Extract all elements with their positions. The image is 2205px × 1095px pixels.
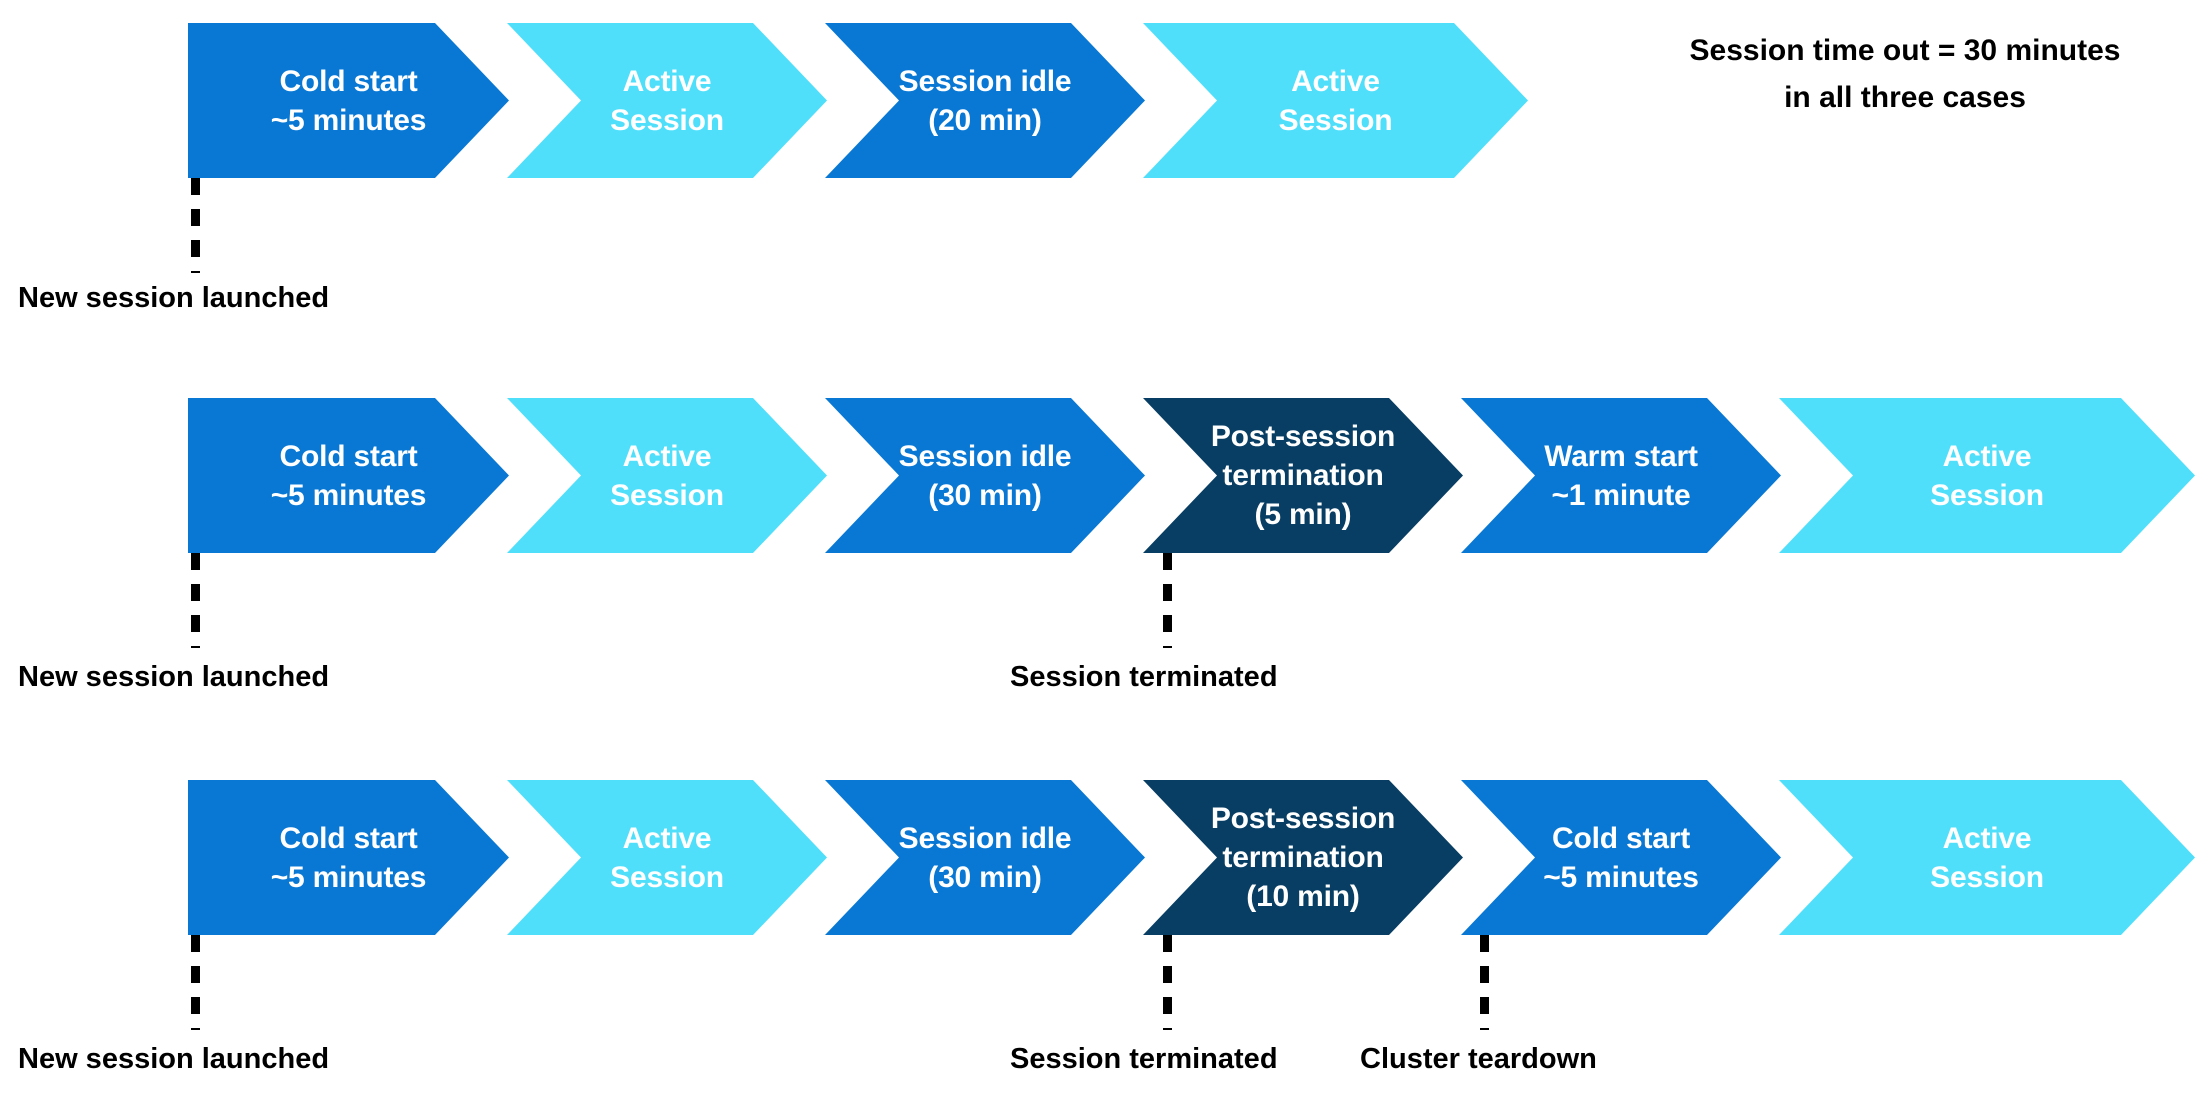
marker-label-new-session-launched-1: New session launched <box>18 282 330 314</box>
block-line-2: ~5 minutes <box>270 860 427 894</box>
timeline-block-active-session-2[interactable]: Active Session <box>1779 780 2195 935</box>
block-line-1: Session idle <box>898 821 1072 855</box>
marker-line-cluster-teardown <box>1480 935 1489 1030</box>
marker-line-new-session-launched-1 <box>191 178 200 273</box>
timeline-block-cold-start[interactable]: Cold start ~5 minutes <box>188 23 509 178</box>
timeline-block-session-idle[interactable]: Session idle (30 min) <box>825 398 1145 553</box>
block-line-2: ~1 minute <box>1551 478 1691 512</box>
timeline-block-active-session[interactable]: Active Session <box>507 780 827 935</box>
marker-label-session-terminated-3: Session terminated <box>1010 1043 1278 1075</box>
block-line-1: Active <box>1291 64 1380 98</box>
block-line-2: ~5 minutes <box>1543 860 1699 894</box>
timeline-block-warm-start[interactable]: Warm start ~1 minute <box>1461 398 1781 553</box>
marker-line-session-terminated-3 <box>1163 935 1172 1030</box>
marker-line-new-session-launched-2 <box>191 553 200 648</box>
timeline-block-post-session-termination[interactable]: Post-session termination (10 min) <box>1143 780 1463 935</box>
session-timeout-note: Session time out = 30 minutes in all thr… <box>1640 28 2170 121</box>
marker-label-cluster-teardown: Cluster teardown <box>1360 1043 1597 1075</box>
block-line-1: Active <box>622 439 712 473</box>
block-line-2: Session <box>1930 860 2044 894</box>
note-line-1: Session time out = 30 minutes <box>1689 34 2121 67</box>
block-line-3: (10 min) <box>1246 880 1360 913</box>
block-line-1: Active <box>1942 821 2032 855</box>
timeline-block-active-session-2[interactable]: Active Session <box>1143 23 1528 178</box>
block-line-2: (20 min) <box>928 103 1042 137</box>
marker-line-new-session-launched-3 <box>191 935 200 1030</box>
block-line-1: Cold start <box>279 821 418 855</box>
block-line-1: Cold start <box>279 64 418 98</box>
block-line-2: Session <box>610 860 724 894</box>
block-line-1: Session idle <box>898 439 1072 473</box>
timeline-block-cold-start[interactable]: Cold start ~5 minutes <box>188 398 509 553</box>
marker-label-new-session-launched-3: New session launched <box>18 1043 330 1075</box>
marker-line-session-terminated-2 <box>1163 553 1172 648</box>
scenario-1-timeline: Cold start ~5 minutes Active Session Ses… <box>188 23 1528 178</box>
block-line-2: (30 min) <box>928 860 1042 894</box>
block-line-1: Cold start <box>1551 821 1690 855</box>
block-line-2: termination <box>1222 841 1384 874</box>
scenario-2-timeline: Cold start ~5 minutes Active Session Ses… <box>188 398 2195 553</box>
block-line-2: ~5 minutes <box>270 478 427 512</box>
block-line-2: Session <box>1930 478 2044 512</box>
timeline-block-cold-start[interactable]: Cold start ~5 minutes <box>188 780 509 935</box>
timeline-block-session-idle[interactable]: Session idle (30 min) <box>825 780 1145 935</box>
marker-label-session-terminated-2: Session terminated <box>1010 661 1278 693</box>
timeline-block-post-session-termination[interactable]: Post-session termination (5 min) <box>1143 398 1463 553</box>
scenario-3-timeline: Cold start ~5 minutes Active Session Ses… <box>188 780 2195 935</box>
block-line-1: Warm start <box>1544 439 1698 473</box>
block-line-1: Session idle <box>898 64 1072 98</box>
block-line-2: Session <box>610 103 724 137</box>
block-line-2: Session <box>1278 103 1393 137</box>
block-line-1: Post-session <box>1210 420 1396 453</box>
block-line-2: ~5 minutes <box>270 103 427 137</box>
note-line-2: in all three cases <box>1784 80 2026 114</box>
timeline-block-cold-start-2[interactable]: Cold start ~5 minutes <box>1461 780 1781 935</box>
block-line-1: Active <box>622 64 712 98</box>
timeline-block-active-session-2[interactable]: Active Session <box>1779 398 2195 553</box>
block-line-1: Post-session <box>1210 802 1396 835</box>
block-line-2: Session <box>610 478 724 512</box>
block-line-1: Active <box>622 821 712 855</box>
marker-label-new-session-launched-2: New session launched <box>18 661 330 693</box>
block-line-3: (5 min) <box>1254 498 1352 531</box>
timeline-block-active-session[interactable]: Active Session <box>507 398 827 553</box>
block-line-1: Cold start <box>279 439 418 473</box>
block-line-2: (30 min) <box>928 478 1042 512</box>
block-line-1: Active <box>1942 439 2032 473</box>
timeline-block-active-session[interactable]: Active Session <box>507 23 827 178</box>
block-line-2: termination <box>1222 459 1384 492</box>
timeline-block-session-idle[interactable]: Session idle (20 min) <box>825 23 1145 178</box>
